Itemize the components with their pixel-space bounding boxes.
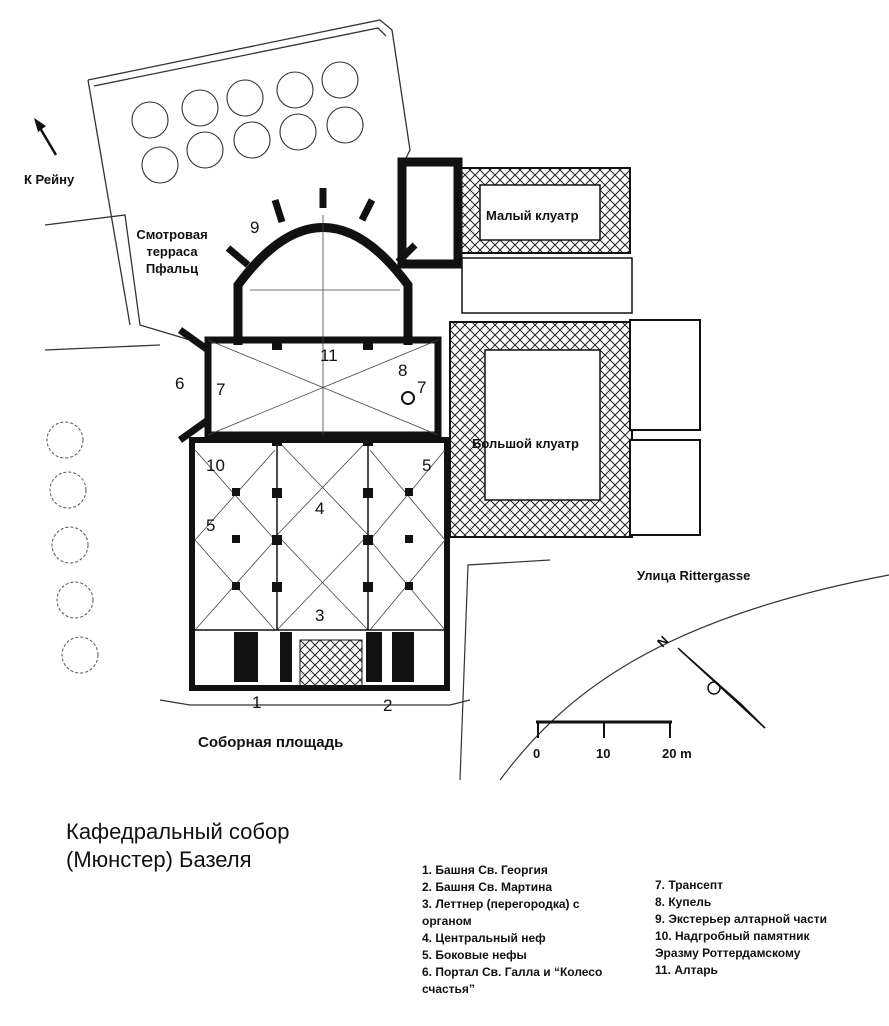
cathedral-body <box>177 188 450 691</box>
diagram-title: Кафедральный собор (Мюнстер) Базеля <box>66 818 289 874</box>
marker-5-left: 5 <box>206 516 216 535</box>
legend-column-1: 1. Башня Св. Георгия 2. Башня Св. Мартин… <box>422 862 602 998</box>
legend-item: 4. Центральный неф <box>422 931 546 945</box>
terrace-label: Смотровая терраса Пфальц <box>122 226 222 277</box>
legend-column-2: 7. Трансепт 8. Купель 9. Экстерьер алтар… <box>655 877 827 979</box>
marker-11: 11 <box>320 346 338 365</box>
title-line-2: (Мюнстер) Базеля <box>66 847 252 872</box>
marker-1: 1 <box>252 693 262 712</box>
street-label: Улица Rittergasse <box>637 568 751 583</box>
legend-item: 11. Алтарь <box>655 963 718 977</box>
slope-trees <box>46 421 99 674</box>
terrace-line-3: Пфальц <box>145 261 199 276</box>
terrace-trees <box>131 61 364 184</box>
legend-item: Эразму Роттердамскому <box>655 946 801 960</box>
title-line-1: Кафедральный собор <box>66 819 290 844</box>
compass-icon <box>677 647 766 729</box>
legend-item: 5. Боковые нефы <box>422 948 527 962</box>
legend-item: 3. Леттнер (перегородка) с <box>422 897 580 911</box>
terrace-line-1: Смотровая <box>136 227 208 242</box>
square-label: Соборная площадь <box>198 734 344 751</box>
marker-7-right: 7 <box>417 378 427 397</box>
marker-10: 10 <box>206 456 225 475</box>
terrace-wall <box>44 19 411 351</box>
marker-3: 3 <box>315 606 325 625</box>
north-arrow-icon <box>34 118 58 156</box>
marker-7-left: 7 <box>216 380 226 399</box>
marker-2: 2 <box>383 696 393 715</box>
small-cloister-label: Малый клуатр <box>486 208 579 223</box>
scale-bar <box>536 720 672 738</box>
big-cloister-label: Большой клуатр <box>472 436 579 451</box>
terrace-line-2: терраса <box>146 244 198 259</box>
street-lines <box>159 559 889 781</box>
scale-label-20: 20 m <box>662 746 692 761</box>
scale-label-0: 0 <box>533 746 541 761</box>
legend-item: органом <box>422 914 472 928</box>
marker-4: 4 <box>315 499 325 518</box>
big-cloister <box>449 257 701 538</box>
legend-item: 8. Купель <box>655 895 712 909</box>
marker-8: 8 <box>398 361 408 380</box>
to-rhine-label: К Рейну <box>24 172 75 187</box>
legend-item: счастья” <box>422 982 475 996</box>
small-cloister <box>397 157 631 269</box>
marker-5-right: 5 <box>422 456 432 475</box>
legend-item: 1. Башня Св. Георгия <box>422 863 548 877</box>
legend-item: 10. Надгробный памятник <box>655 929 810 943</box>
scale-label-10: 10 <box>596 746 611 761</box>
legend-item: 7. Трансепт <box>655 878 723 892</box>
marker-9: 9 <box>250 218 260 237</box>
legend-item: 6. Портал Св. Галла и “Колесо <box>422 965 603 979</box>
legend-item: 2. Башня Св. Мартина <box>422 880 553 894</box>
legend-item: 9. Экстерьер алтарной части <box>655 912 828 926</box>
marker-6: 6 <box>175 374 185 393</box>
